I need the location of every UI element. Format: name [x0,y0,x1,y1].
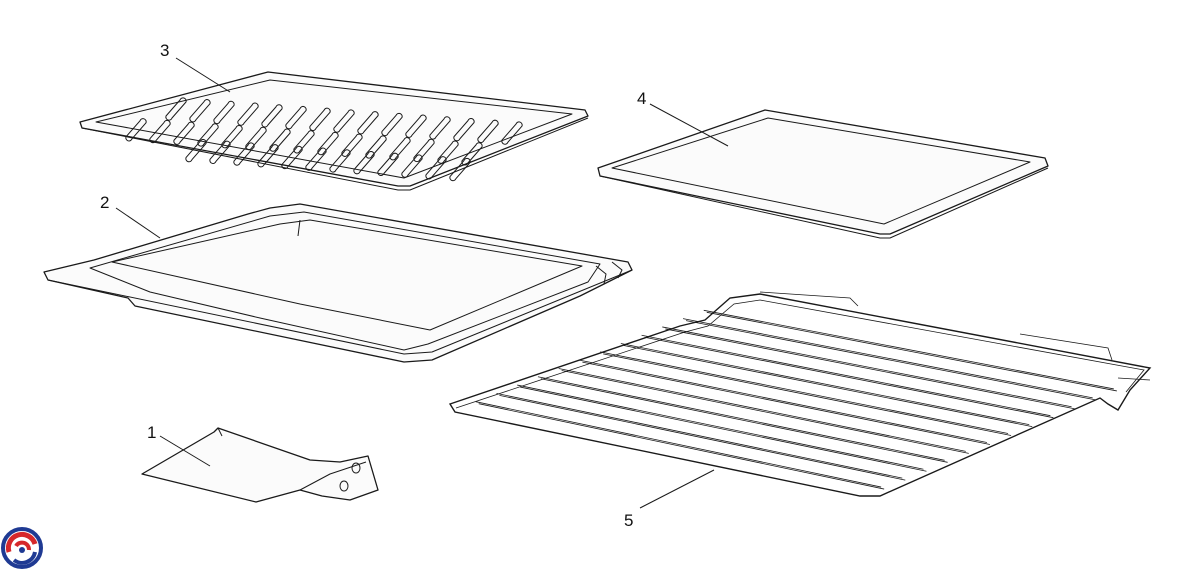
shelf-rod [682,318,1093,399]
callout-4: 4 [637,89,646,108]
tray-slot [233,142,255,166]
shelf-rod-edge [499,394,906,481]
slot-pattern [125,97,523,182]
shelf-rod-edge [582,361,991,445]
tray-slot [333,109,355,133]
tray-slot [149,119,171,144]
shelf-rod [600,351,1009,434]
shelf-rod [496,392,903,479]
shelf-rod-edge [706,311,1117,392]
tray-slot [381,112,403,137]
shelf-rod-edge [665,328,1075,410]
tray-slot [309,107,331,131]
leader-2 [115,207,161,239]
tray-slot [429,116,451,140]
tray-slot [285,105,307,130]
tray-slot [449,157,471,182]
tray-slot [257,144,279,168]
shelf-rod-edge [623,345,1033,428]
tray-slot [377,152,399,177]
shelf-rod-edge [685,320,1096,401]
tray-slot [209,140,231,164]
brand-swirl-logo [1,527,43,569]
part-4-flat-baking-sheet[interactable] [597,109,1049,239]
callout-2: 2 [100,193,109,212]
tray-slot [329,149,351,173]
tray-slot [401,154,423,178]
callout-5: 5 [624,511,633,530]
shelf-rod [579,359,988,443]
shelf-rod [703,309,1114,390]
tray-slot [213,100,235,125]
shelf-rod [537,376,945,461]
part-1-shelf-bracket[interactable] [141,427,379,503]
callout-3: 3 [160,41,169,60]
leader-4 [649,103,729,147]
part-5-wire-shelf[interactable] [448,291,1152,497]
leader-5 [639,469,715,509]
tray-slot [173,121,195,145]
tray-slot [353,150,375,175]
tray-slot [425,156,447,180]
leader-1 [159,435,211,467]
shelf-rod-edge [478,403,885,490]
tray-slot [237,102,259,126]
tray-slot [405,114,427,138]
shelf-rod-edge [520,386,927,472]
tray-slot [357,111,379,135]
part-2-deep-roasting-pan[interactable] [43,203,633,363]
tray-slot [125,118,147,142]
shelf-rod-edge [603,353,1012,436]
tray-slot [453,117,475,142]
shelf-rod-edge [644,336,1054,419]
tray-slot [165,97,187,121]
part-3-perforated-tray[interactable] [79,71,589,191]
wire-rods [475,309,1117,490]
shelf-rod [475,401,882,488]
leader-3 [175,57,231,93]
shelf-rod-edge [540,378,948,463]
tray-slot [189,99,211,123]
tray-slot [281,145,303,170]
tray-slot [185,138,207,163]
shelf-rod [662,326,1072,408]
tray-slot [477,119,499,144]
tray-slot [305,147,327,171]
shelf-rod [517,384,924,470]
shelf-rod-edge [561,370,969,454]
shelf-rod [620,343,1030,426]
tray-slot [501,121,523,145]
shelf-rod [641,334,1051,417]
shelf-rod [558,368,966,452]
tray-slot [261,104,283,128]
callout-1: 1 [147,423,156,442]
